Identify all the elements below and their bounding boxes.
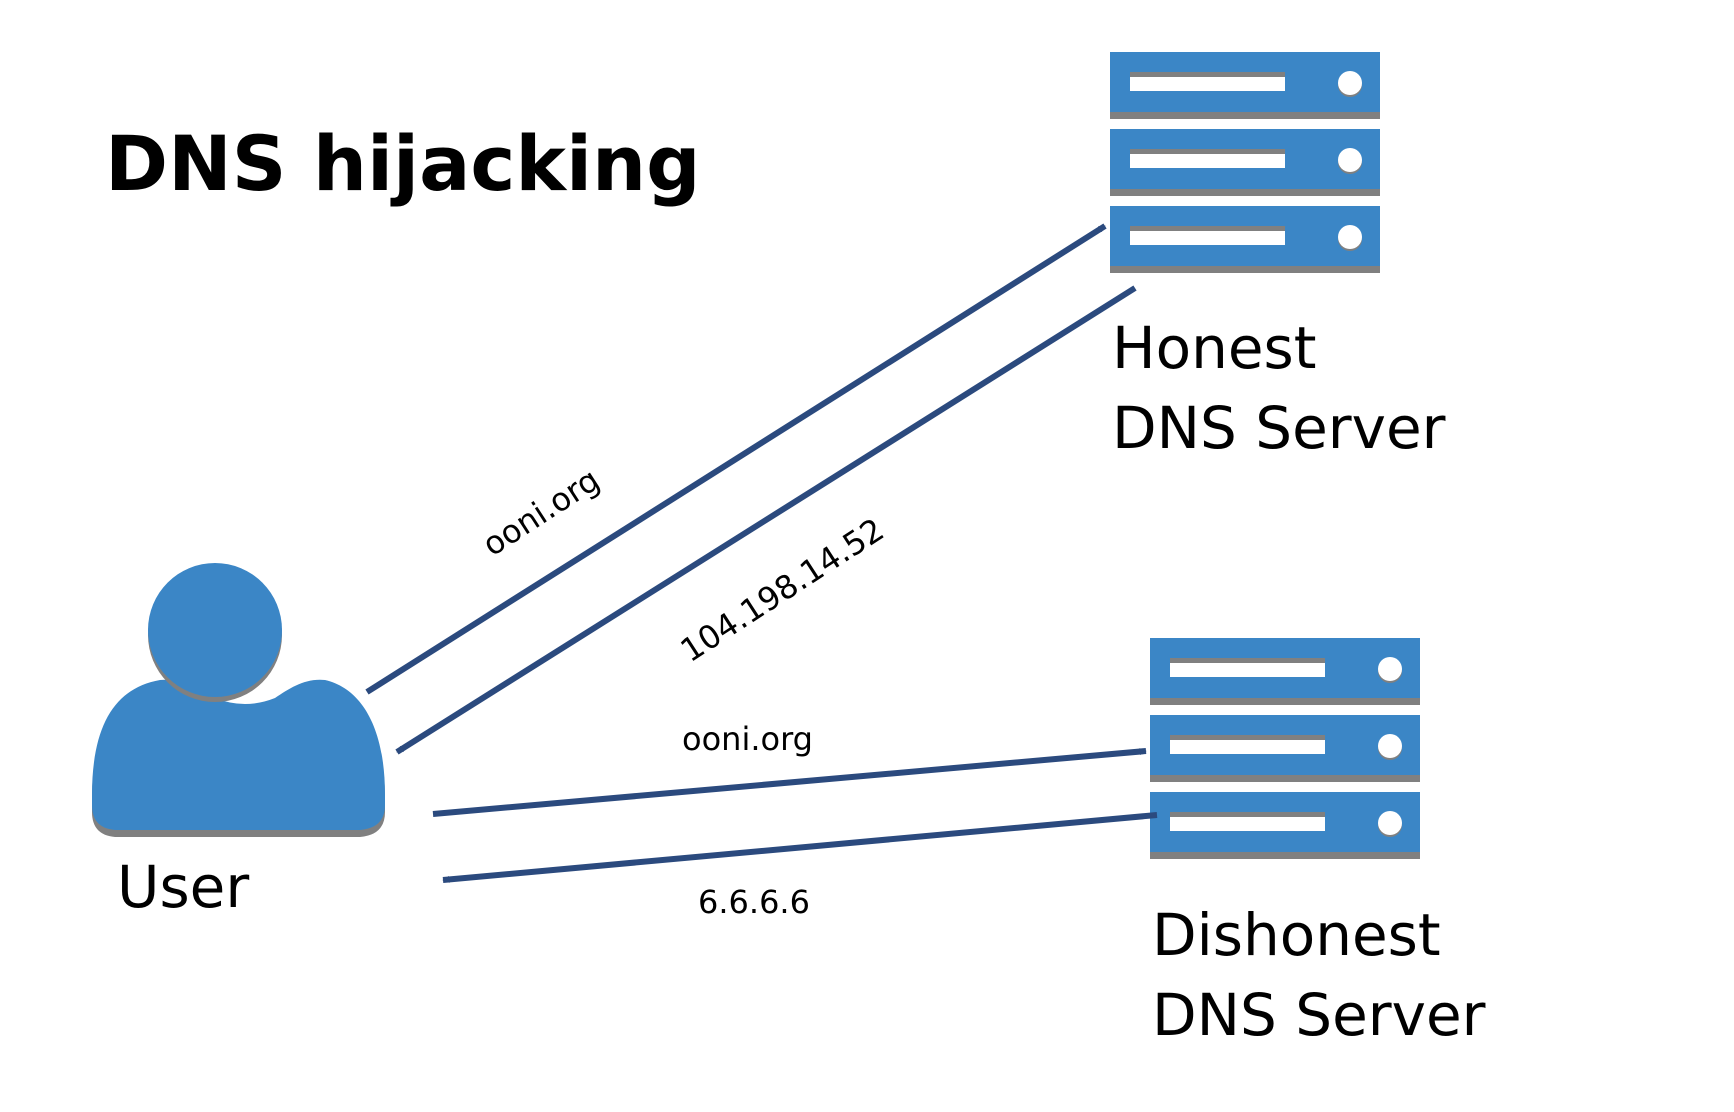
diagram-title: DNS hijacking: [105, 119, 701, 208]
arrow-label-response-dishonest: 6.6.6.6: [698, 883, 810, 921]
honest-server-label-line1: Honest: [1112, 314, 1317, 382]
server-unit: [1150, 715, 1420, 782]
arrow-label-response-honest: 104.198.14.52: [674, 510, 891, 669]
arrow-honest-to-user: [395, 285, 1137, 755]
arrow-user-to-honest: [365, 223, 1107, 695]
honest-server-label-line2: DNS Server: [1112, 394, 1446, 462]
dishonest-server-label-line2: DNS Server: [1152, 981, 1486, 1049]
dishonest-server-label-line1: Dishonest: [1152, 901, 1441, 969]
server-unit: [1110, 52, 1380, 119]
user-label: User: [117, 853, 249, 921]
arrow-label-query-dishonest: ooni.org: [682, 720, 813, 758]
arrow-dishonest-to-user: [442, 812, 1158, 883]
user-icon: [92, 563, 385, 837]
server-unit: [1110, 206, 1380, 273]
dishonest-server-icon: [1150, 638, 1420, 859]
honest-server-icon: [1110, 52, 1380, 273]
server-unit: [1150, 638, 1420, 705]
server-unit: [1150, 792, 1420, 859]
arrow-label-query-honest: ooni.org: [476, 461, 607, 564]
server-unit: [1110, 129, 1380, 196]
arrow-user-to-dishonest: [432, 748, 1147, 817]
